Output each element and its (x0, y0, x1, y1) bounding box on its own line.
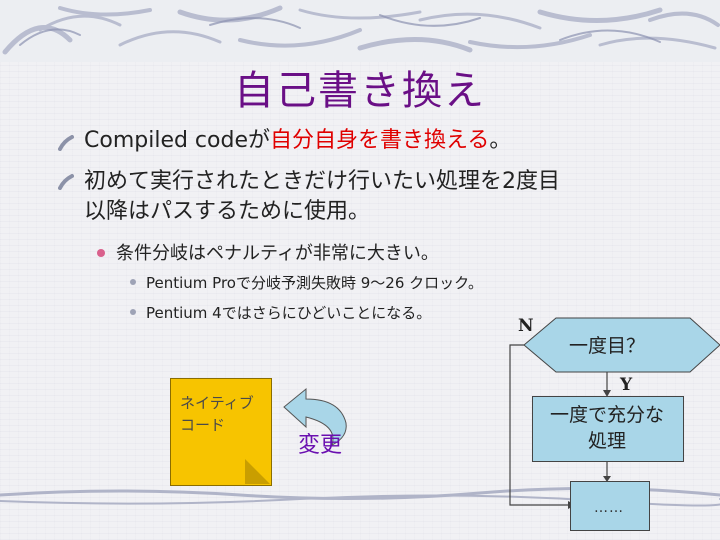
sub-sub-bullet-icon (130, 279, 136, 285)
bullet-line: 初めて実行されたときだけ行いたい処理を2度目 (84, 169, 560, 194)
decision-label: 一度目？ (568, 335, 645, 357)
next-label: …… (594, 500, 624, 516)
sub-bullet-penalty: 条件分岐はペナルティが非常に大きい。 (116, 243, 439, 264)
bullet-first-run: 初めて実行されたときだけ行いたい処理を2度目 以降はパスするために使用。 (84, 167, 560, 227)
sub-sub-bullet-pentium-4: Pentium 4ではさらにひどいことになる。 (146, 304, 432, 322)
bullet-suffix: 。 (489, 128, 512, 153)
yes-label: Y (620, 375, 633, 395)
process-box (532, 396, 684, 462)
note-folded-corner (245, 459, 270, 484)
curved-arrow-icon (283, 387, 347, 446)
slide-title: 自己書き換え (234, 68, 486, 114)
native-code-line: ネイティブ (180, 394, 254, 412)
brush-bullet-icon (58, 135, 74, 151)
next-box (570, 481, 650, 531)
no-label: N (518, 316, 534, 336)
process-label: 一度で充分な 処理 (532, 402, 682, 454)
top-brush-decoration (0, 0, 720, 62)
bullet-line: 以降はパスするために使用。 (84, 199, 371, 224)
native-code-line: コード (180, 416, 226, 434)
sub-sub-bullet-pentium-pro: Pentium Proで分岐予測失敗時 9～26 クロック。 (146, 274, 483, 292)
highlight-text: 自分自身を書き換える (270, 128, 490, 153)
bullet-text: Compiled codeが (84, 128, 270, 153)
process-line: 一度で充分な (549, 404, 664, 426)
process-line: 処理 (587, 430, 626, 452)
change-label: 変更 (298, 433, 343, 458)
bullet-compiled-code: Compiled codeが自分自身を書き換える。 (84, 126, 511, 156)
brush-bullet-icon (58, 174, 74, 190)
sub-sub-bullet-icon (130, 309, 136, 315)
sub-bullet-icon (97, 249, 105, 257)
native-code-label: ネイティブ コード (180, 392, 254, 436)
